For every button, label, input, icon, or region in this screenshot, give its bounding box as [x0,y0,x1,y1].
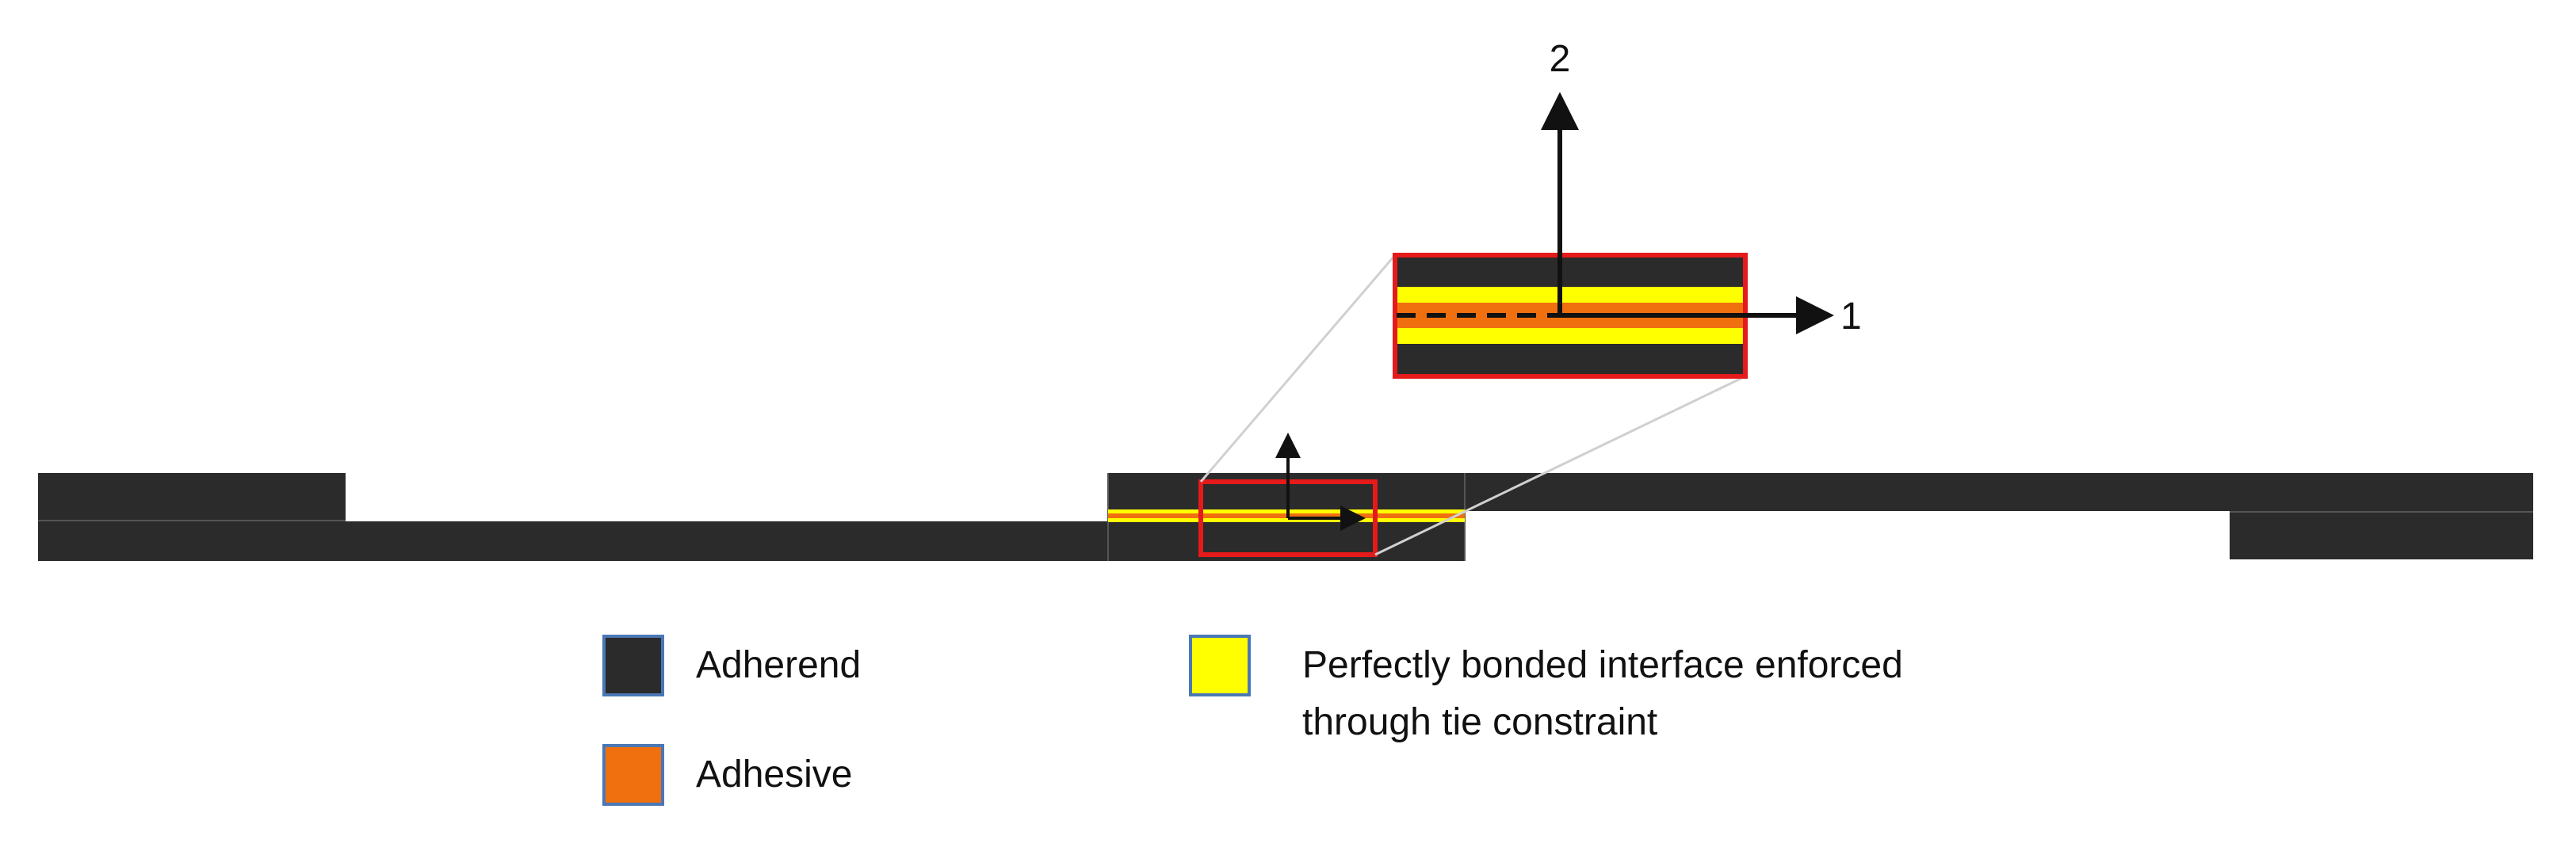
zoom-leader-line-right [1374,375,1746,556]
axis-1-label: 1 [1840,296,1862,338]
legend-label-interface-line1: Perfectly bonded interface enforced [1302,644,1903,686]
axis-2-label: 2 [1550,38,1571,80]
upper-adherend [1465,473,2533,511]
legend-swatch-adherend [602,635,664,696]
left-grip-tab [38,473,346,521]
legend-label-interface-line2: through tie constraint [1302,701,1657,743]
right-grip-tab [2230,513,2533,559]
legend-swatch-adhesive [602,744,664,806]
legend-swatch-interface [1189,635,1251,696]
zoom-leader-line-left [1199,254,1397,483]
inset-interface-top [1395,287,1745,303]
legend-label-adhesive: Adhesive [696,754,852,795]
inset-adherend-bottom [1395,344,1745,376]
legend: Adherend Adhesive Perfectly bonded inter… [602,635,1903,806]
legend-label-adherend: Adherend [696,644,861,686]
inset-interface-bottom [1395,328,1745,344]
inset-adherend-top [1395,255,1745,287]
adhesive-layer-interface-bottom [1108,518,1465,522]
